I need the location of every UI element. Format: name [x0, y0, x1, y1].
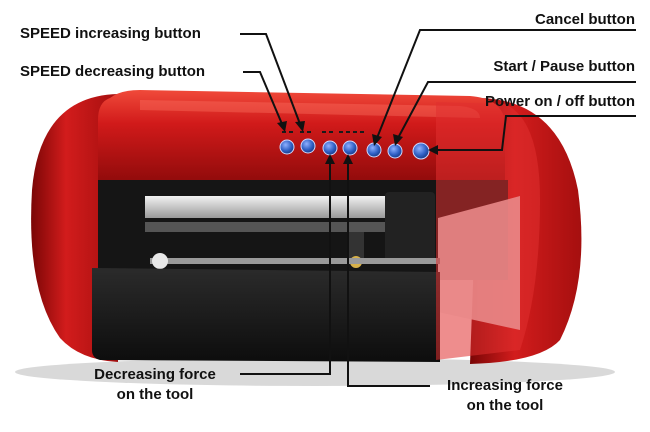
start-pause-button-icon[interactable] [387, 143, 403, 159]
label-increasing-force-line2: on the tool [466, 397, 544, 414]
label-decreasing-force: Decreasing force on the tool [80, 366, 230, 404]
label-increasing-force: Increasing force on the tool [430, 377, 580, 415]
hood-highlight [140, 100, 480, 118]
arrow-force-up [343, 154, 353, 164]
rail-upper [145, 196, 385, 218]
label-start-pause-button: Start / Pause button [493, 58, 635, 75]
label-speed-increasing-bold: SPEED [20, 25, 71, 42]
label-decreasing-force-line1: Decreasing force [94, 366, 216, 383]
roller-rod [150, 258, 440, 264]
label-speed-decreasing-bold: SPEED [20, 63, 71, 80]
speed-up-button-icon[interactable] [279, 139, 295, 155]
callout-force-up [347, 160, 430, 387]
black-base [92, 268, 440, 362]
force-down-button-icon[interactable] [322, 140, 338, 156]
callout-speed-up [240, 33, 301, 125]
arrow-force-down [325, 154, 335, 164]
speed-down-button-icon[interactable] [300, 138, 316, 154]
callout-start-pause [397, 81, 636, 139]
callout-arrowheads [277, 121, 438, 164]
arrow-cancel [372, 134, 382, 146]
top-hood [98, 90, 505, 186]
tool-holder [348, 232, 364, 262]
force-up-button-icon[interactable] [342, 140, 358, 156]
callout-power [430, 115, 636, 151]
label-speed-increasing: SPEED increasing button [20, 25, 201, 43]
label-increasing-force-line1: Increasing force [447, 377, 563, 394]
side-door [436, 102, 540, 360]
label-power-button: Power on / off button [485, 93, 635, 110]
label-speed-increasing-rest: increasing button [70, 25, 201, 42]
label-decreasing-force-line2: on the tool [116, 386, 194, 403]
callout-lines [240, 29, 636, 387]
arrow-start-pause [393, 134, 403, 146]
callout-speed-down [243, 71, 283, 125]
label-cancel-button: Cancel button [535, 11, 635, 28]
rail-lower [145, 222, 385, 232]
arrow-speed-up [295, 121, 305, 132]
arrow-speed-down [277, 121, 287, 132]
label-speed-decreasing-rest: decreasing button [70, 63, 206, 80]
floor-shadow [15, 358, 615, 386]
indicator-lights [282, 131, 364, 133]
arrow-power [428, 145, 438, 155]
callout-cancel [376, 29, 636, 139]
callout-force-down [240, 160, 331, 375]
power-button-icon[interactable] [412, 142, 430, 160]
pinch-roller [152, 253, 168, 269]
label-speed-decreasing: SPEED decreasing button [20, 63, 205, 81]
tool-carriage [385, 192, 435, 262]
